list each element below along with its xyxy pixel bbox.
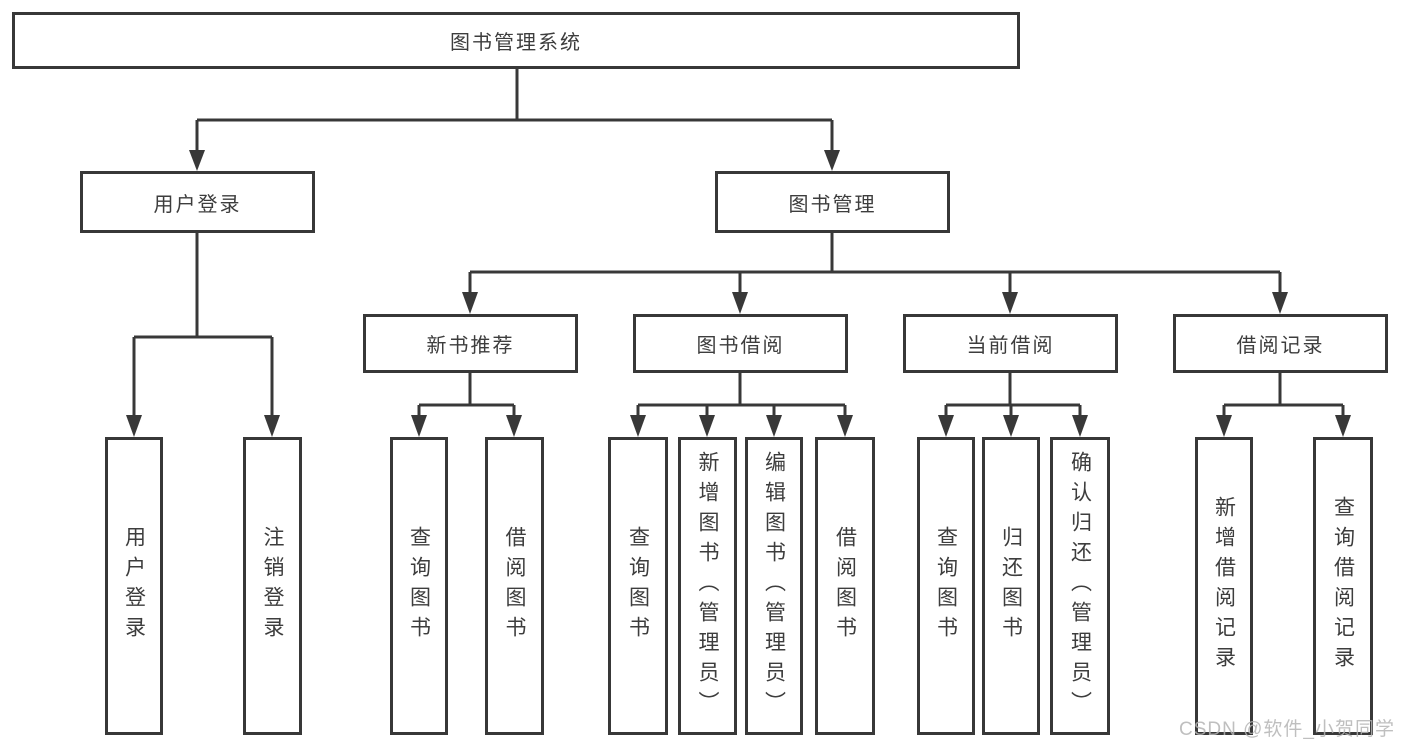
arrowhead xyxy=(1002,292,1018,314)
arrowhead xyxy=(126,415,142,437)
csdn-watermark: CSDN @软件_小贺同学 xyxy=(1179,719,1395,740)
arrowhead xyxy=(411,415,427,437)
node-add-borrow-record: 新增借阅记录 xyxy=(1195,437,1253,735)
node-borrow-books-leaf: 借阅图书 xyxy=(815,437,875,735)
node-add-books-admin: 新增图书（管理员） xyxy=(678,437,737,735)
arrowhead xyxy=(1072,415,1088,437)
node-edit-books-admin: 编辑图书（管理员） xyxy=(745,437,803,735)
arrowhead xyxy=(938,415,954,437)
node-query-borrow-record: 查询借阅记录 xyxy=(1313,437,1373,735)
node-library-management-system: 图书管理系统 xyxy=(12,12,1020,69)
node-book-borrow: 图书借阅 xyxy=(633,314,848,373)
node-query-books-recommend: 查询图书 xyxy=(390,437,448,735)
node-borrow-books-recommend: 借阅图书 xyxy=(485,437,544,735)
arrowhead xyxy=(1272,292,1288,314)
node-logout-leaf: 注销登录 xyxy=(243,437,302,735)
arrowhead xyxy=(699,415,715,437)
node-query-books-current: 查询图书 xyxy=(917,437,975,735)
arrowhead xyxy=(824,150,840,171)
arrowhead xyxy=(837,415,853,437)
node-return-books: 归还图书 xyxy=(982,437,1040,735)
node-confirm-return-admin: 确认归还（管理员） xyxy=(1050,437,1110,735)
arrowhead xyxy=(1216,415,1232,437)
node-user-login-leaf: 用户登录 xyxy=(105,437,163,735)
node-user-login: 用户登录 xyxy=(80,171,315,233)
node-new-book-recommend: 新书推荐 xyxy=(363,314,578,373)
node-borrow-records: 借阅记录 xyxy=(1173,314,1388,373)
arrowhead xyxy=(462,292,478,314)
arrowhead xyxy=(732,292,748,314)
arrowhead xyxy=(189,150,205,171)
node-query-books-borrow: 查询图书 xyxy=(608,437,668,735)
arrowhead xyxy=(1003,415,1019,437)
arrowhead xyxy=(264,415,280,437)
node-book-management: 图书管理 xyxy=(715,171,950,233)
arrowhead xyxy=(1335,415,1351,437)
arrowhead xyxy=(766,415,782,437)
arrowhead xyxy=(506,415,522,437)
arrowhead xyxy=(630,415,646,437)
node-current-borrow: 当前借阅 xyxy=(903,314,1118,373)
